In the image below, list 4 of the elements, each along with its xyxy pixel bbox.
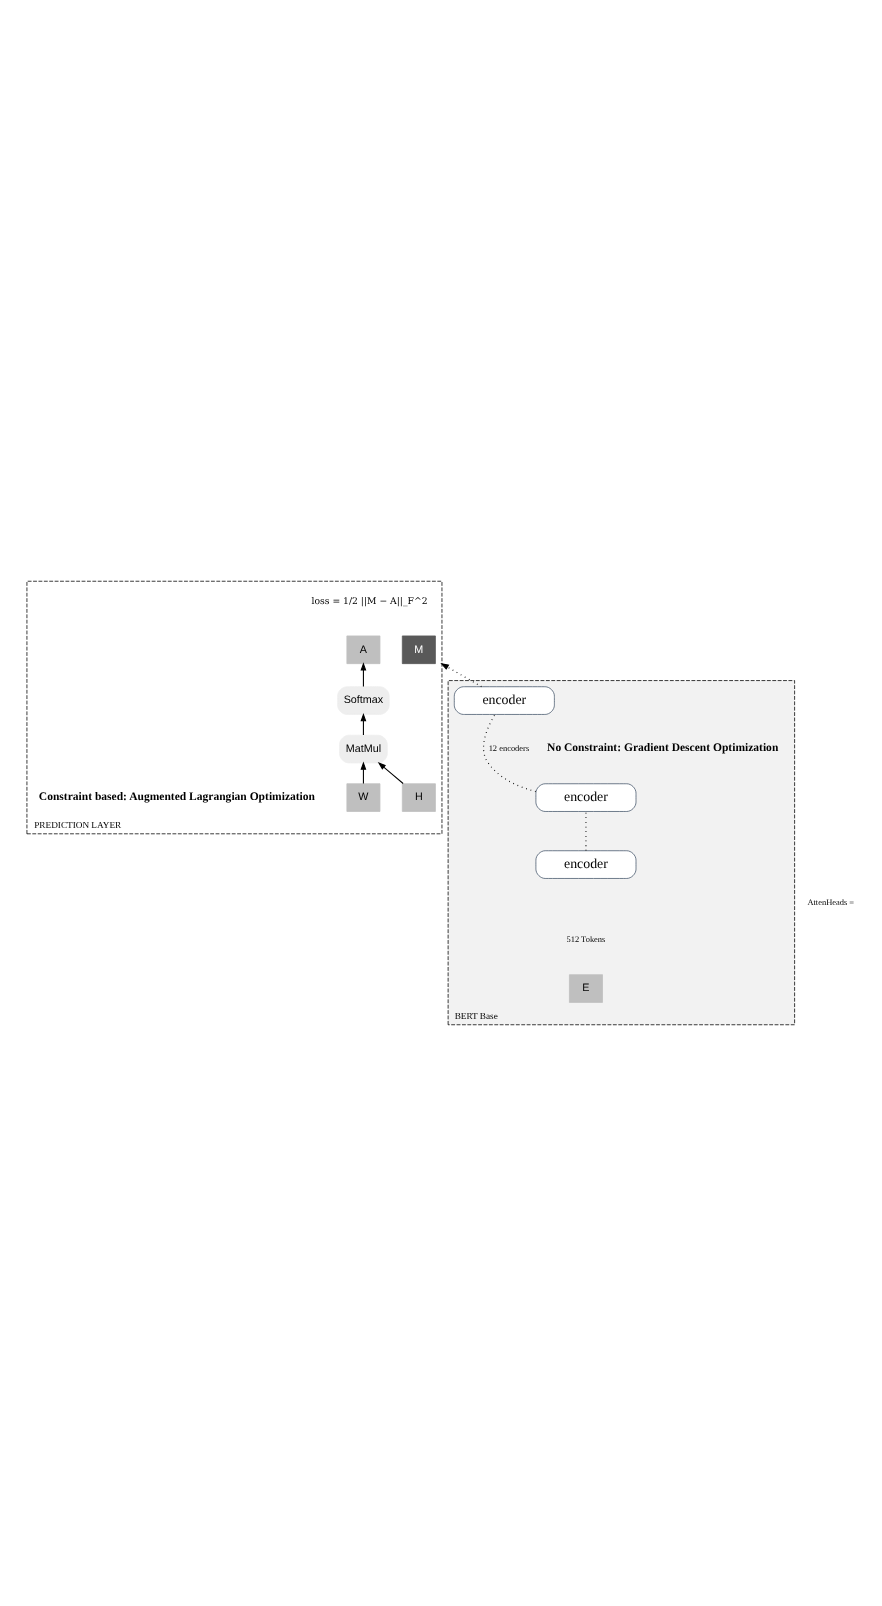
arrow [360,712,367,736]
arrow [360,761,367,785]
arrow [440,662,483,688]
arrow [377,762,404,785]
